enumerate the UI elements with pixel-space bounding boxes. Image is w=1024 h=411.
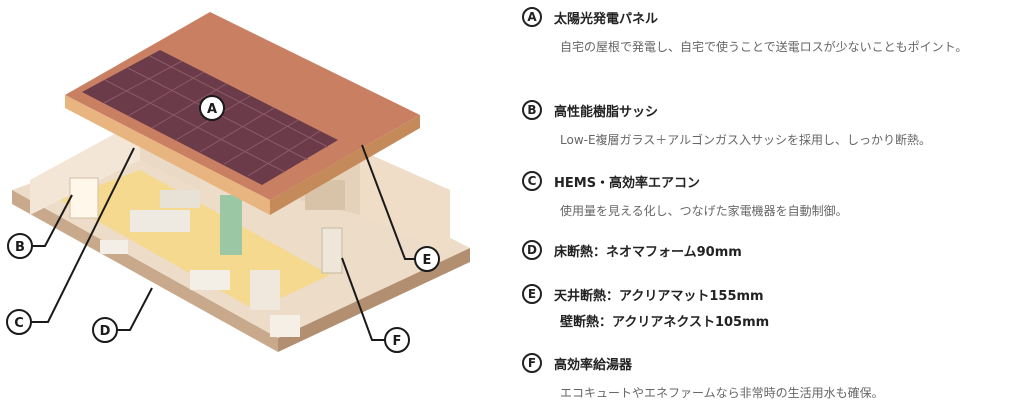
feature-b-description: Low-E複層ガラス＋アルゴンガス入サッシを採用し、しっかり断熱。 <box>560 133 931 147</box>
feature-f: F 高効率給湯器 エコキュートやエネファームなら非常時の生活用水も確保。 <box>522 352 1022 404</box>
marker-a-label: A <box>207 102 217 117</box>
feature-b-badge: B <box>522 100 542 120</box>
leader-lines <box>31 144 415 341</box>
feature-f-description: エコキュートやエネファームなら非常時の生活用水も確保。 <box>560 386 884 400</box>
feature-b-title: 高性能樹脂サッシ <box>554 104 659 120</box>
feature-d-badge: D <box>522 240 542 260</box>
marker-e-label: E <box>423 253 432 268</box>
feature-e-title: 天井断熱：アクリアマット155mm <box>554 288 764 304</box>
marker-d: D <box>92 317 118 343</box>
marker-f: F <box>384 327 410 353</box>
feature-d-title: 床断熱：ネオマフォーム90mm <box>554 244 742 260</box>
feature-b: B 高性能樹脂サッシ Low-E複層ガラス＋アルゴンガス入サッシを採用し、しっか… <box>522 99 1022 151</box>
marker-e: E <box>414 246 440 272</box>
feature-c: C HEMS・高効率エアコン 使用量を見える化し、つなげた家電機器を自動制御。 <box>522 170 1022 222</box>
feature-a: A 太陽光発電パネル 自宅の屋根で発電し、自宅で使うことで送電ロスが少ないことも… <box>522 6 1022 58</box>
house-cutaway-illustration: A B C D E F <box>6 12 470 353</box>
marker-b: B <box>7 233 33 259</box>
furniture <box>100 190 300 337</box>
feature-a-title: 太陽光発電パネル <box>554 11 659 27</box>
feature-c-description: 使用量を見える化し、つなげた家電機器を自動制御。 <box>560 204 848 218</box>
roof <box>65 12 420 215</box>
feature-c-title: HEMS・高効率エアコン <box>554 175 701 191</box>
feature-e-badge: E <box>522 284 542 304</box>
marker-f-label: F <box>393 334 402 349</box>
feature-a-description: 自宅の屋根で発電し、自宅で使うことで送電ロスが少ないこともポイント。 <box>560 40 968 54</box>
feature-e-subtitle: 壁断熱：アクリアネクスト105mm <box>560 315 770 330</box>
feature-list: A 太陽光発電パネル 自宅の屋根で発電し、自宅で使うことで送電ロスが少ないことも… <box>522 0 1022 411</box>
feature-e: E 天井断熱：アクリアマット155mm 壁断熱：アクリアネクスト105mm <box>522 283 1022 330</box>
feature-d: D 床断熱：ネオマフォーム90mm <box>522 239 1022 261</box>
marker-a: A <box>199 95 225 121</box>
feature-f-title: 高効率給湯器 <box>554 357 633 373</box>
feature-c-badge: C <box>522 171 542 191</box>
marker-d-label: D <box>100 324 111 339</box>
marker-c-label: C <box>14 316 24 331</box>
feature-f-badge: F <box>522 353 542 373</box>
marker-c: C <box>6 309 32 335</box>
feature-a-badge: A <box>522 7 542 27</box>
marker-b-label: B <box>15 240 25 255</box>
